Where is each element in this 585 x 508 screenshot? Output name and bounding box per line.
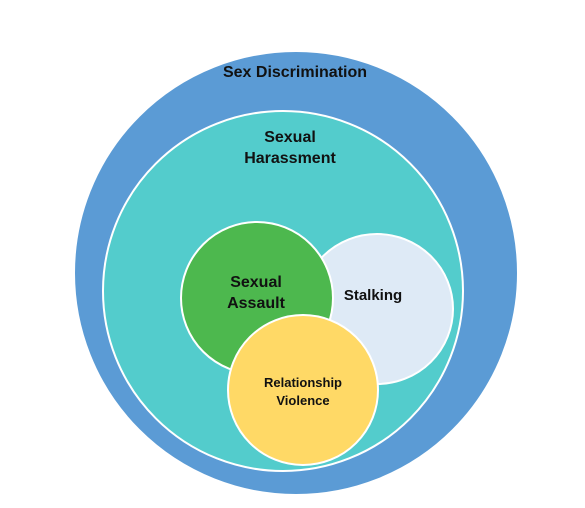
sexual-harassment-label-line1: Sexual	[264, 129, 316, 146]
relationship-violence-circle	[227, 314, 379, 466]
stalking-label: Stalking	[344, 287, 402, 304]
sexual-assault-label-line1: Sexual	[230, 274, 282, 291]
sexual-assault-label-line2: Assault	[227, 295, 285, 312]
sex-discrimination-label: Sex Discrimination	[223, 64, 367, 81]
relationship-violence-label-line2: Violence	[276, 393, 329, 408]
sexual-harassment-label-line2: Harassment	[244, 150, 336, 167]
relationship-violence-label-line1: Relationship	[264, 375, 342, 390]
